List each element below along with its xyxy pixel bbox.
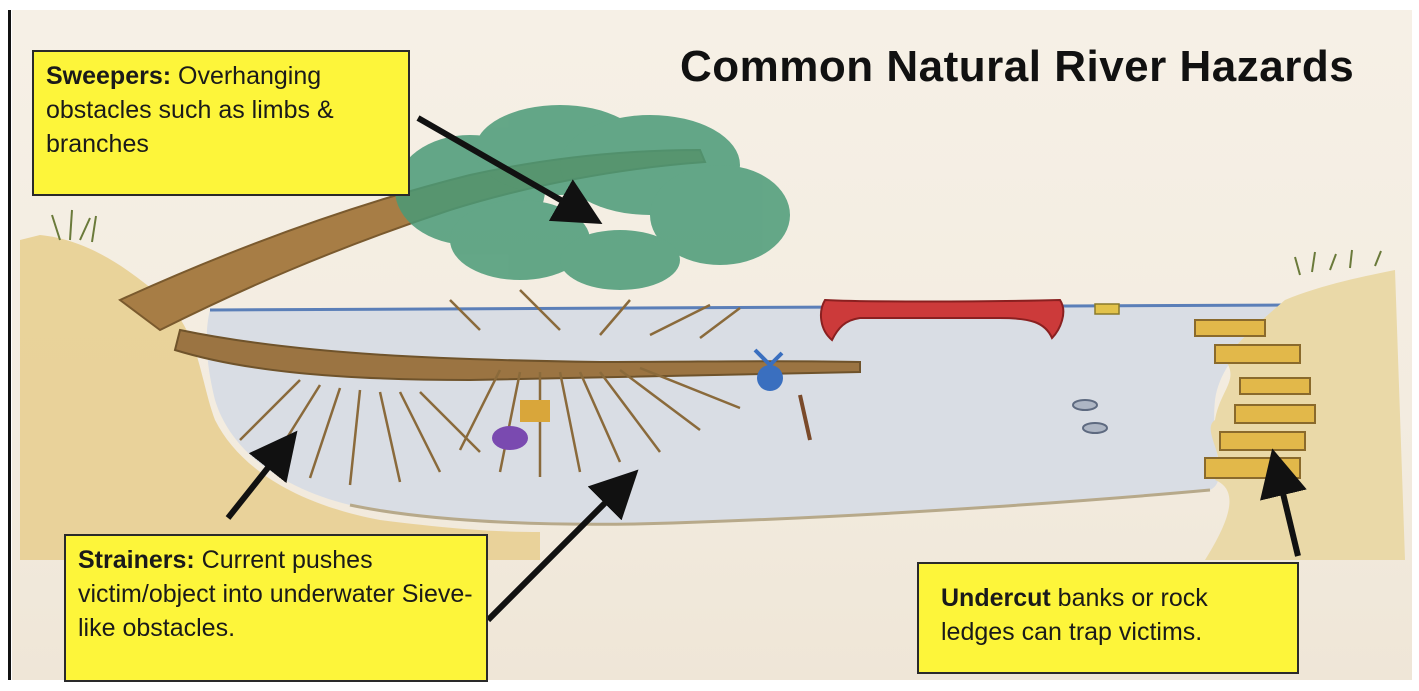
undercut-term: Undercut: [941, 584, 1051, 612]
sweepers-term: Sweepers:: [46, 62, 171, 90]
river-water: [207, 305, 1285, 524]
diagram-title: Common Natural River Hazards: [680, 42, 1410, 92]
floating-object: [1095, 304, 1119, 314]
undercut-callout: Undercut banks or rock ledges can trap v…: [917, 562, 1299, 674]
tree-foliage: [395, 105, 790, 290]
sweepers-callout: Sweepers: Overhanging obstacles such as …: [32, 50, 410, 196]
strainers-callout: Strainers: Current pushes victim/object …: [64, 534, 488, 682]
strainers-term: Strainers:: [78, 546, 195, 574]
